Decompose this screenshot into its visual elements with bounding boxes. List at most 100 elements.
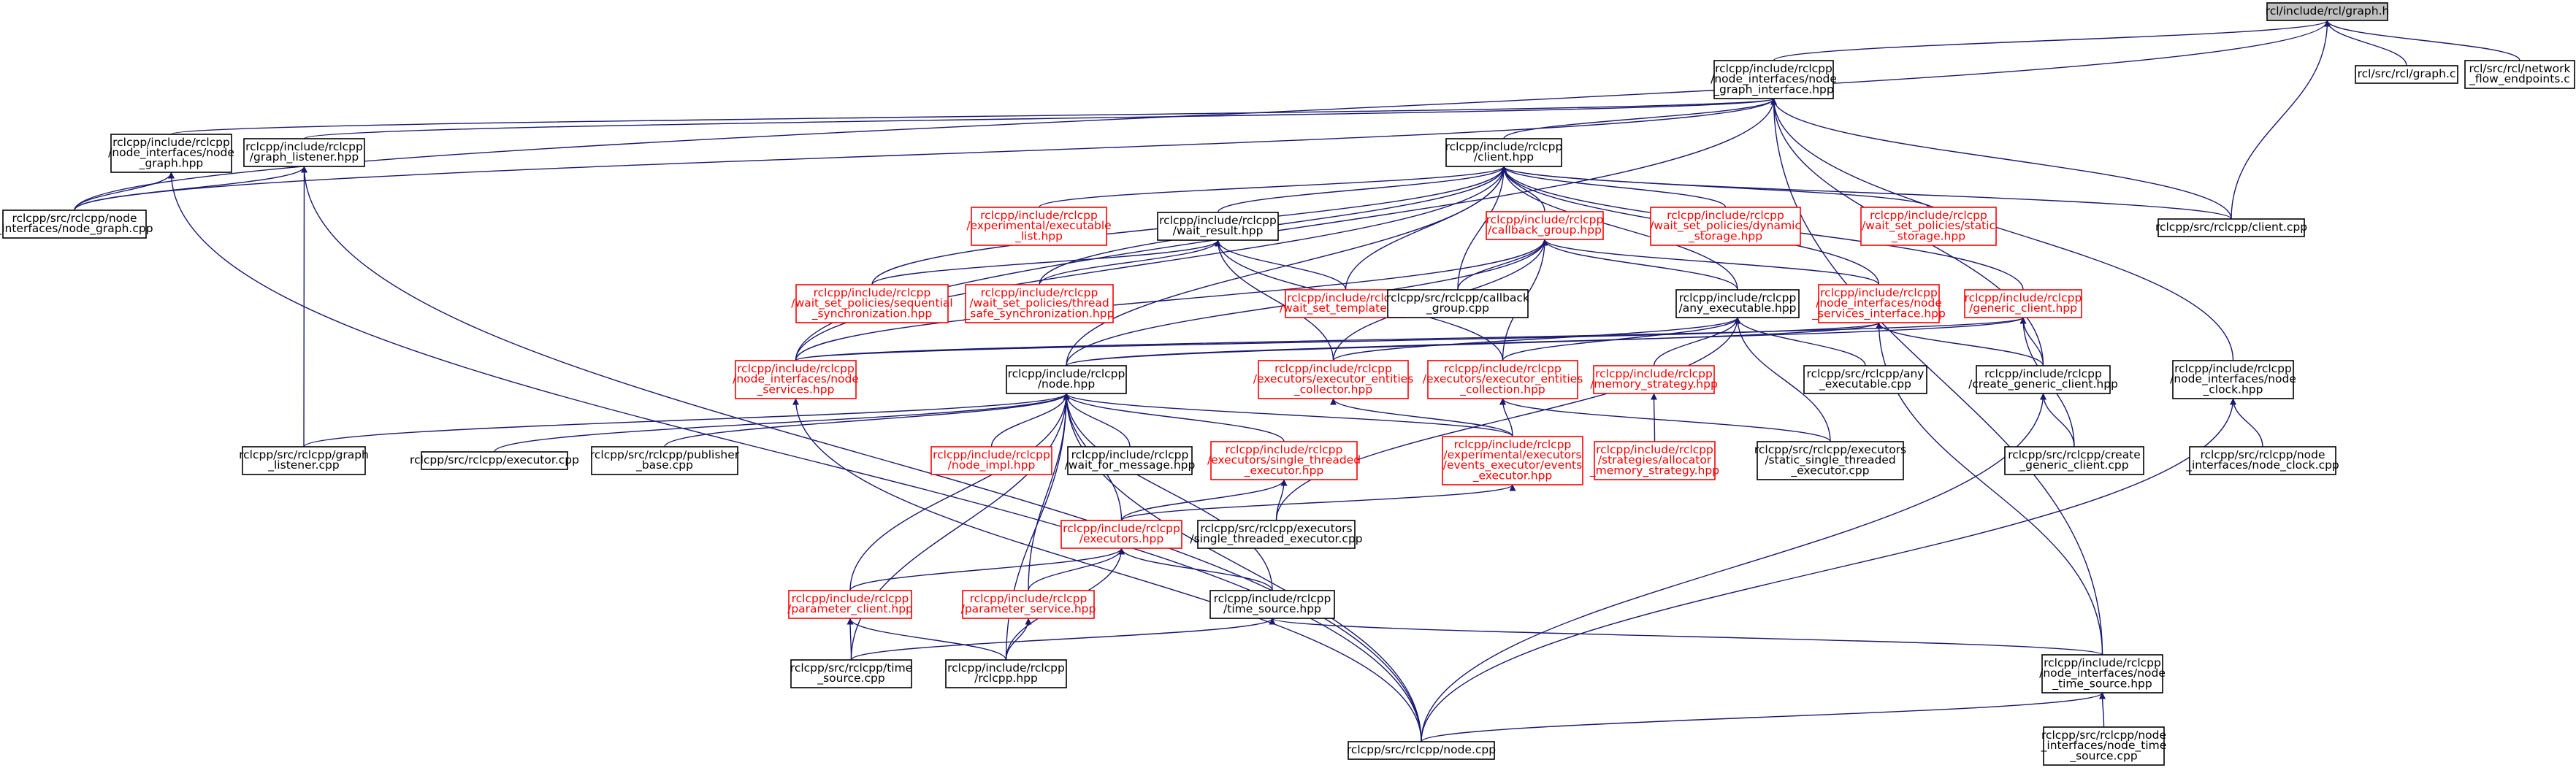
node-box — [1348, 741, 1495, 760]
node-rcl_network[interactable]: rcl/src/rcl/network_flow_endpoints.c — [2464, 60, 2575, 89]
node-ni_services_interface[interactable]: rclcpp/include/rclcpp/node_interfaces/no… — [1811, 284, 1946, 323]
node-generic_client_hpp[interactable]: rclcpp/include/rclcpp/generic_client.hpp — [1964, 289, 2082, 318]
edge-node_cpp-to-ni_node_time_source_hpp — [1421, 692, 2106, 742]
node-time_source_hpp[interactable]: rclcpp/include/rclcpp/time_source.hpp — [1209, 590, 1335, 619]
node-node_cpp[interactable]: rclcpp/src/rclcpp/node.cpp — [1347, 741, 1496, 760]
node-any_executable_hpp[interactable]: rclcpp/include/rclcpp/any_executable.hpp — [1675, 289, 1800, 318]
node-label-line: rclcpp/include/rclcpp — [2044, 656, 2161, 669]
node-exec_entities_collector[interactable]: rclcpp/include/rclcpp/executors/executor… — [1253, 360, 1414, 399]
node-label-line: rclcpp/include/rclcpp — [933, 448, 1050, 461]
node-wait_set_template[interactable]: rclcpp/include/rclcpp/wait_set_template.… — [1280, 289, 1412, 318]
node-time_source_cpp[interactable]: rclcpp/src/rclcpp/time_source.cpp — [790, 659, 912, 688]
node-strategies_allocator[interactable]: rclcpp/include/rclcpp/strategies/allocat… — [1589, 441, 1719, 480]
edge-static_single_threaded_cpp-to-any_executable_hpp — [1734, 317, 1831, 442]
node-any_executable_cpp[interactable]: rclcpp/src/rclcpp/any_executable.cpp — [1803, 365, 1927, 394]
node-label: rclcpp/include/rclcpp/wait_set_policies/… — [791, 286, 952, 320]
edge-ni_graph_interface-to-graph_h — [1773, 20, 2331, 61]
node-client_cpp[interactable]: rclcpp/src/rclcpp/client.cpp — [2155, 218, 2307, 237]
node-box — [2, 210, 147, 239]
node-box — [1060, 520, 1182, 549]
node-wsp_thread_safe[interactable]: rclcpp/include/rclcpp/wait_set_policies/… — [964, 284, 1115, 323]
node-label: rclcpp/include/rclcpp/node.hpp — [1008, 367, 1125, 391]
node-box — [962, 590, 1095, 619]
node-single_threaded_exec_cpp[interactable]: rclcpp/src/rclcpp/executors/single_threa… — [1190, 520, 1363, 549]
node-callback_group_hpp[interactable]: rclcpp/include/rclcpp/callback_group.hpp — [1486, 211, 1604, 240]
node-publisher_base_cpp[interactable]: rclcpp/src/rclcpp/publisher_base.cpp — [590, 446, 740, 475]
node-wsp_static[interactable]: rclcpp/include/rclcpp/wait_set_policies/… — [1860, 207, 1997, 246]
node-box — [1442, 436, 1583, 485]
node-label-line: rclcpp/src/rclcpp/node — [2200, 448, 2325, 461]
node-node_hpp[interactable]: rclcpp/include/rclcpp/node.hpp — [1006, 365, 1127, 394]
node-label-line: rclcpp/include/rclcpp — [737, 362, 855, 375]
node-label-line: rclcpp/include/rclcpp — [1870, 209, 1987, 222]
node-label-line: /parameter_client.hpp — [787, 602, 913, 616]
node-label: rclcpp/include/rclcpp/graph_listener.hpp — [245, 140, 363, 164]
edge-any_executable_hpp-to-callback_group_hpp — [1541, 239, 1738, 291]
node-node_impl_hpp[interactable]: rclcpp/include/rclcpp/node_impl.hpp — [930, 446, 1052, 475]
node-wait_for_message_hpp[interactable]: rclcpp/include/rclcpp/wait_for_message.h… — [1065, 446, 1196, 475]
node-memory_strategy_hpp[interactable]: rclcpp/include/rclcpp/memory_strategy.hp… — [1590, 365, 1718, 394]
node-graph_listener_cpp[interactable]: rclcpp/src/rclcpp/graph_listener.cpp — [239, 446, 369, 475]
node-label-line: _storage.hpp — [1688, 229, 1762, 243]
node-rclcpp_hpp[interactable]: rclcpp/include/rclcpp/rclcpp.hpp — [945, 659, 1067, 688]
node-box — [1157, 212, 1279, 241]
node-label: rclcpp/include/rclcpp/node_interfaces/no… — [108, 136, 234, 170]
node-create_generic_client_hpp[interactable]: rclcpp/include/rclcpp/create_generic_cli… — [1968, 365, 2118, 394]
node-label: rclcpp/src/rclcpp/node_interfaces/node_t… — [2041, 729, 2167, 763]
node-callback_group_cpp[interactable]: rclcpp/src/rclcpp/callback_group.cpp — [1386, 289, 1529, 318]
edge-node_impl_hpp-to-node_hpp — [990, 393, 1070, 447]
edge-time_source_cpp-to-parameter_client_hpp — [846, 618, 854, 661]
node-label-line: /client.hpp — [1474, 150, 1534, 164]
node-executor_cpp[interactable]: rclcpp/src/rclcpp/executor.cpp — [410, 451, 579, 470]
node-box — [735, 360, 857, 399]
node-box — [1258, 360, 1409, 399]
node-parameter_client_hpp[interactable]: rclcpp/include/rclcpp/parameter_client.h… — [787, 590, 913, 619]
node-node_graph_cpp[interactable]: rclcpp/src/rclcpp/node_interfaces/node_g… — [0, 210, 153, 239]
node-label-line: rclcpp/src/rclcpp/executors — [1200, 522, 1352, 535]
edge-ni_node_time_source_hpp-to-time_source_hpp — [1269, 618, 2103, 656]
node-label-line: /executors/single_threaded — [1207, 453, 1361, 467]
edge-callback_group_cpp-to-callback_group_hpp — [1457, 239, 1548, 291]
node-ni_node_clock_hpp[interactable]: rclcpp/include/rclcpp/node_interfaces/no… — [2170, 360, 2296, 399]
node-box — [2158, 218, 2305, 237]
node-label-line: rcl/src/rcl/network — [2469, 62, 2571, 75]
edge-exp_events_executor-to-exec_entities_collection — [1499, 398, 1513, 437]
node-ni_graph_interface[interactable]: rclcpp/include/rclcpp/node_interfaces/no… — [1711, 60, 1837, 99]
node-graph_listener_hpp[interactable]: rclcpp/include/rclcpp/graph_listener.hpp — [243, 138, 365, 167]
node-label-line: /executors.hpp — [1079, 532, 1164, 545]
node-label-line: _executor.hpp — [1244, 464, 1324, 477]
node-executors_hpp[interactable]: rclcpp/include/rclcpp/executors.hpp — [1060, 520, 1182, 549]
node-ni_node_services[interactable]: rclcpp/include/rclcpp/node_interfaces/no… — [733, 360, 859, 399]
node-label-line: /strategies/allocator — [1598, 453, 1712, 466]
node-wsp_dynamic[interactable]: rclcpp/include/rclcpp/wait_set_policies/… — [1650, 207, 1801, 246]
node-parameter_service_hpp[interactable]: rclcpp/include/rclcpp/parameter_service.… — [961, 590, 1096, 619]
node-box — [2189, 446, 2336, 475]
node-box — [1976, 365, 2111, 394]
node-ni_node_time_source_hpp[interactable]: rclcpp/include/rclcpp/node_interfaces/no… — [2039, 654, 2166, 694]
node-ni_node_clock_cpp[interactable]: rclcpp/src/rclcpp/node_interfaces/node_c… — [2185, 446, 2339, 475]
node-static_single_threaded_cpp[interactable]: rclcpp/src/rclcpp/executors/static_singl… — [1754, 441, 1906, 480]
node-create_generic_client_cpp[interactable]: rclcpp/src/rclcpp/create_generic_client.… — [2004, 446, 2144, 475]
node-exp_events_executor[interactable]: rclcpp/include/rclcpp/experimental/execu… — [1442, 436, 1583, 485]
node-graph_h[interactable]: rcl/include/rcl/graph.h — [2266, 2, 2390, 21]
node-exec_entities_collection[interactable]: rclcpp/include/rclcpp/executors/executor… — [1423, 360, 1583, 399]
node-exp_exec_list[interactable]: rclcpp/include/rclcpp/experimental/execu… — [966, 207, 1112, 246]
node-ni_node_graph_hpp[interactable]: rclcpp/include/rclcpp/node_interfaces/no… — [108, 134, 234, 173]
edge-ni_node_time_source_cpp-to-ni_node_time_source_hpp — [2099, 692, 2106, 728]
node-label-line: /node_interfaces/node — [2170, 372, 2296, 386]
node-label-line: rclcpp/include/rclcpp — [1820, 286, 1938, 299]
node-label-line: _collector.hpp — [1293, 383, 1372, 396]
node-box — [1427, 360, 1578, 399]
node-label: rclcpp/include/rclcpp/node_interfaces/no… — [1811, 286, 1946, 320]
node-wsp_sequential[interactable]: rclcpp/include/rclcpp/wait_set_policies/… — [791, 284, 953, 323]
node-rcl_graph_c[interactable]: rcl/src/rcl/graph.c — [2355, 65, 2458, 84]
node-label: rclcpp/src/rclcpp/node_interfaces/node_c… — [2185, 448, 2339, 472]
edge-any_executable_hpp-to-client_hpp — [1500, 166, 1738, 291]
node-single_threaded_exec_hpp[interactable]: rclcpp/include/rclcpp/executors/single_t… — [1207, 441, 1361, 480]
node-ni_node_time_source_cpp[interactable]: rclcpp/src/rclcpp/node_interfaces/node_t… — [2041, 726, 2167, 766]
node-client_hpp[interactable]: rclcpp/include/rclcpp/client.hpp — [1445, 138, 1563, 167]
edge-parameter_service_hpp-to-executors_hpp — [1028, 548, 1125, 591]
edge-exp_events_executor-to-exec_entities_collector — [1330, 398, 1513, 437]
node-wait_result[interactable]: rclcpp/include/rclcpp/wait_result.hpp — [1157, 212, 1279, 241]
node-box — [243, 138, 365, 167]
